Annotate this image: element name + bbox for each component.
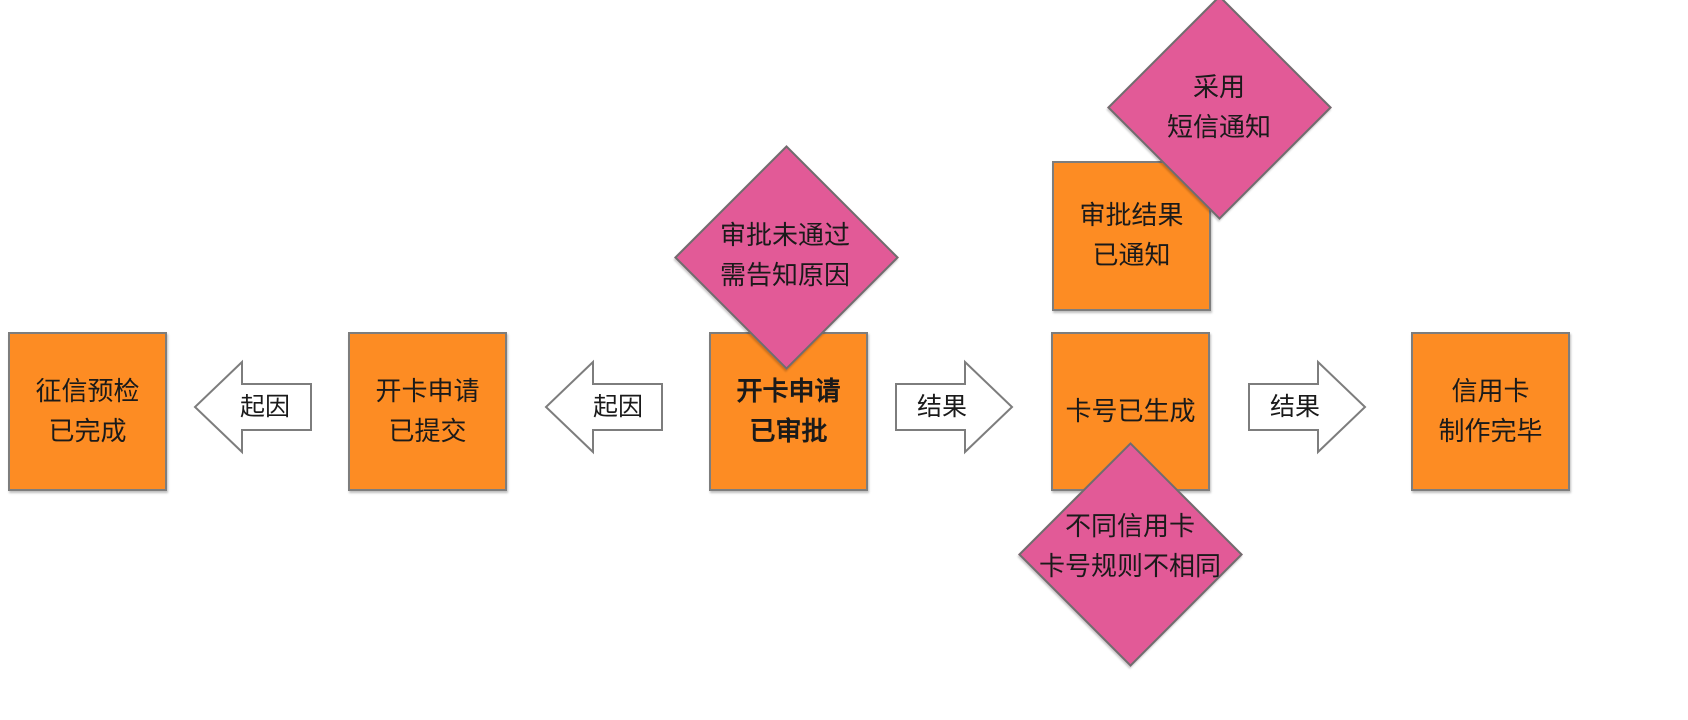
stage-label-approval-result-notified: 审批结果 已通知 (1079, 196, 1183, 276)
note-label-line2: 短信通知 (1166, 113, 1271, 143)
arrow-label-result-2: 结果 (1269, 392, 1320, 421)
stage-label-credit-precheck: 征信预检 已完成 (35, 372, 139, 452)
stage-box-application-submitted: 开卡申请 已提交 (348, 332, 507, 491)
note-label-sms-notice: 采用 短信通知 (1134, 68, 1304, 148)
stage-label-application-submitted: 开卡申请 已提交 (375, 372, 479, 452)
stage-label-line2: 已通知 (1092, 241, 1171, 271)
note-label-card-number-rules: 不同信用卡 卡号规则不相同 (1030, 507, 1230, 587)
note-label-line1: 不同信用卡 (1064, 512, 1195, 542)
stage-label-application-approved: 开卡申请 已审批 (736, 372, 840, 452)
stage-label-line1: 征信预检 (35, 376, 140, 407)
stage-label-line2: 已审批 (749, 416, 828, 447)
stage-label-line1: 开卡申请 (375, 376, 480, 407)
stage-box-card-made: 信用卡 制作完毕 (1411, 332, 1570, 491)
note-label-line2: 卡号规则不相同 (1038, 552, 1221, 582)
stage-box-credit-precheck: 征信预检 已完成 (8, 332, 167, 491)
note-label-line1: 审批未通过 (719, 221, 850, 251)
note-label-rejection-reason: 审批未通过 需告知原因 (700, 216, 870, 296)
stage-label-line1: 信用卡 (1451, 376, 1530, 407)
stage-label-line2: 已提交 (388, 416, 467, 447)
arrow-label-cause-2: 起因 (592, 392, 643, 421)
stage-label-line2: 已完成 (48, 416, 127, 447)
arrow-label-cause-1: 起因 (239, 392, 290, 421)
stage-label-line1: 开卡申请 (736, 376, 841, 407)
right-arrow-icon (895, 359, 1014, 455)
stage-label-card-made: 信用卡 制作完毕 (1438, 372, 1542, 452)
stage-label-line2: 制作完毕 (1438, 416, 1543, 447)
left-arrow-icon (193, 359, 312, 455)
left-arrow-icon (544, 359, 663, 455)
stage-label-line1: 卡号已生成 (1065, 396, 1196, 427)
stage-label-card-number-generated: 卡号已生成 (1065, 392, 1195, 432)
note-label-line1: 采用 (1192, 73, 1245, 103)
stage-label-line1: 审批结果 (1079, 201, 1184, 231)
arrow-label-result-1: 结果 (916, 392, 967, 421)
stage-box-approval-result-notified: 审批结果 已通知 (1052, 161, 1211, 311)
note-label-line2: 需告知原因 (719, 261, 850, 291)
right-arrow-icon (1248, 359, 1367, 455)
